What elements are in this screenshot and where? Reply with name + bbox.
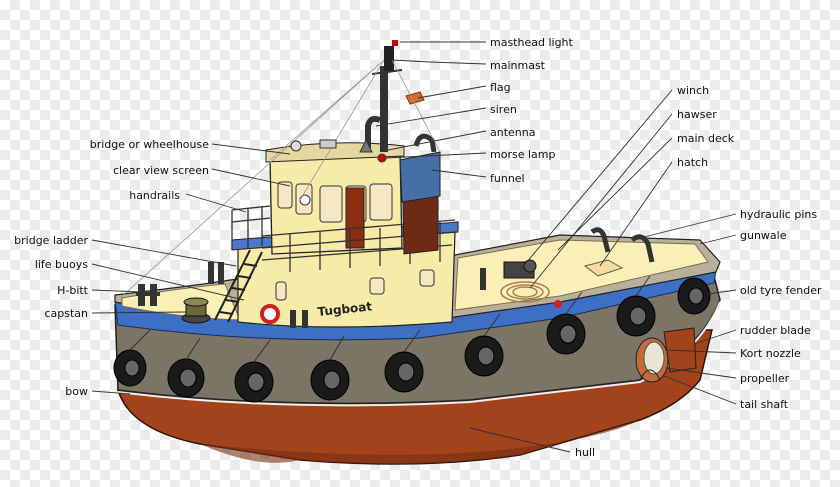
- boat-name: Tugboat: [317, 299, 373, 319]
- label-hull: hull: [575, 446, 596, 459]
- label-hawser: hawser: [677, 108, 717, 121]
- rudder-assembly: [635, 327, 697, 383]
- red-marker: [554, 300, 562, 308]
- funnel: [399, 133, 441, 255]
- label-funnel: funnel: [490, 172, 525, 185]
- hull-shadow: [200, 420, 640, 464]
- mainmast: [371, 40, 403, 152]
- winch: [503, 259, 537, 279]
- label-mainmast: mainmast: [490, 59, 545, 72]
- morse-lamp: [377, 153, 387, 163]
- label-main-deck: main deck: [677, 132, 735, 145]
- siren: [365, 115, 382, 148]
- label-old-tyre-fender: old tyre fender: [740, 284, 822, 297]
- label-morse-lamp: morse lamp: [490, 148, 556, 161]
- roof-details: [290, 138, 373, 153]
- label-winch: winch: [677, 84, 710, 97]
- cabin-portholes: [275, 269, 435, 301]
- main-deck: [454, 239, 709, 311]
- label-hatch: hatch: [677, 156, 709, 169]
- label-capstan: capstan: [44, 307, 88, 320]
- tyre-fenders: [113, 277, 711, 403]
- life-buoys: [260, 304, 280, 324]
- hatch: [583, 259, 624, 277]
- deckhouse: [237, 231, 456, 328]
- hawser: [500, 281, 550, 303]
- label-clear-view-screen: clear view screen: [112, 164, 209, 177]
- label-h-bitt: H-bitt: [57, 284, 88, 297]
- label-bridge-or-wheelhouse: bridge or wheelhouse: [89, 138, 209, 151]
- bollards: [208, 262, 486, 328]
- label-flag: flag: [490, 81, 511, 94]
- capstan: [181, 297, 211, 324]
- leader-lines: [91, 41, 737, 453]
- label-propeller: propeller: [740, 372, 790, 385]
- label-antenna: antenna: [490, 126, 536, 139]
- label-masthead-light: masthead light: [490, 36, 573, 49]
- fender-ropes: [129, 275, 651, 363]
- h-bitt: [136, 284, 160, 306]
- label-kort-nozzle: Kort nozzle: [740, 347, 801, 360]
- label-siren: siren: [490, 103, 517, 116]
- label-life-buoys: life buoys: [34, 258, 88, 271]
- label-hydraulic-pins: hydraulic pins: [740, 208, 818, 221]
- flag: [405, 91, 425, 105]
- label-rudder-blade: rudder blade: [740, 324, 811, 337]
- wheelhouse-door: [345, 187, 365, 249]
- bridge-ladder: [214, 249, 263, 323]
- label-gunwale: gunwale: [740, 229, 787, 242]
- clear-view-screen: [299, 194, 311, 206]
- label-handrails: handrails: [129, 189, 180, 202]
- label-bow: bow: [65, 385, 88, 398]
- label-tail-shaft: tail shaft: [740, 398, 789, 411]
- label-bridge-ladder: bridge ladder: [14, 234, 88, 247]
- rigging: [119, 59, 441, 299]
